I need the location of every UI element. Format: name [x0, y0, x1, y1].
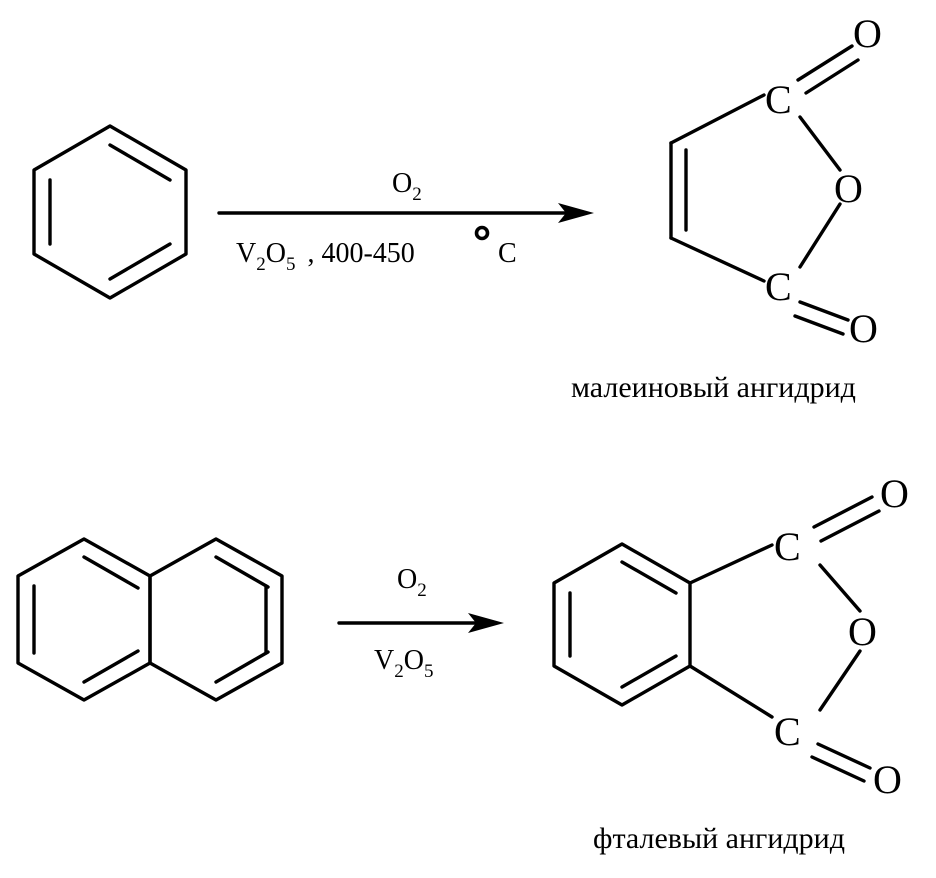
reaction-arrow-1 [217, 203, 594, 223]
naphthalene-structure [16, 537, 284, 702]
carbonyl-carbon-top-2: C [774, 524, 801, 569]
carbonyl-oxygen-bottom: O [849, 306, 878, 351]
benzene-structure [32, 124, 188, 300]
carbonyl-carbon-top: C [765, 77, 792, 122]
celsius-unit-label: C [498, 238, 517, 269]
phthalic-anhydride-structure: C O O C O [552, 471, 909, 802]
carbonyl-oxygen-top-2: O [880, 471, 909, 516]
phthalic-anhydride-caption: фталевый ангидрид [593, 822, 845, 855]
carbonyl-carbon-bottom-2: C [774, 709, 801, 754]
carbonyl-oxygen-top: O [853, 11, 882, 56]
ring-oxygen: O [834, 166, 863, 211]
catalyst-label-2: V2O5 [374, 645, 433, 682]
oxygen-reagent-label-2: O2 [397, 564, 427, 601]
maleic-anhydride-structure: C O O C O [669, 11, 882, 351]
reaction-1: O2 V2O5, 400-450 C C O O [32, 11, 882, 404]
reaction-arrow-2 [337, 613, 504, 633]
maleic-anhydride-caption: малеиновый ангидрид [571, 371, 856, 404]
ring-oxygen-2: O [848, 609, 877, 654]
catalyst-conditions-label: V2O5, 400-450 [236, 238, 415, 275]
degree-symbol [474, 225, 490, 241]
carbonyl-oxygen-bottom-2: O [873, 757, 902, 802]
reaction-2: O2 V2O5 C O O [16, 471, 909, 855]
carbonyl-carbon-bottom: C [765, 264, 792, 309]
oxygen-reagent-label: O2 [392, 168, 422, 205]
